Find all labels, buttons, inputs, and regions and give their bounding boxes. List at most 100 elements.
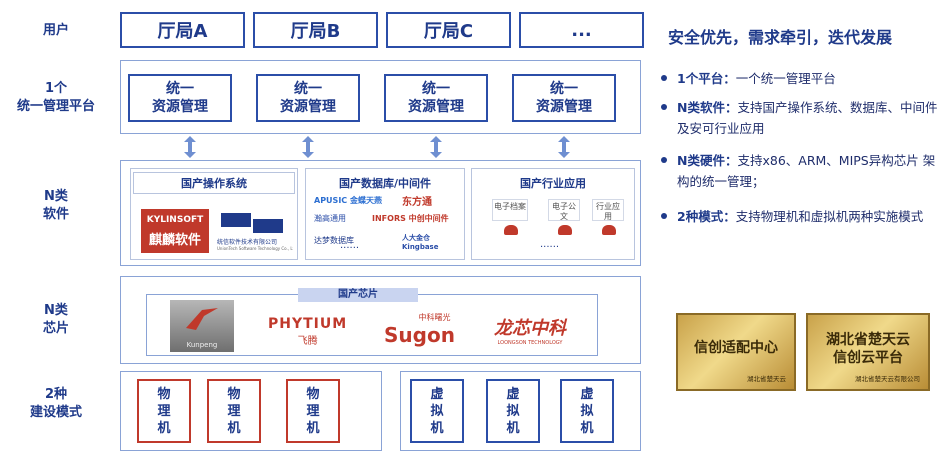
double-arrow-icon	[430, 136, 442, 158]
row-label-software: N类 软件	[0, 188, 112, 224]
pm-char: 机	[227, 420, 241, 436]
vm-char: 虚	[506, 386, 520, 402]
uos-logo: 统信软件技术有限公司 UnionTech Software Technology…	[217, 213, 293, 251]
bullet-label: N类硬件：	[677, 153, 738, 168]
pm-char: 物	[306, 386, 320, 402]
app-archive: 电子档案	[492, 199, 528, 221]
pm-char: 理	[227, 403, 241, 419]
cloud-icon	[504, 225, 518, 235]
vm-char: 虚	[580, 386, 594, 402]
kylin-logo: KYLINSOFT 麒麟软件	[141, 209, 209, 253]
resource-box-line1: 统一	[294, 81, 322, 97]
right-heading: 安全优先，需求牵引，迭代发展	[668, 28, 893, 47]
pm-char: 理	[157, 403, 171, 419]
chips-title: 国产芯片	[298, 288, 418, 302]
resource-box-line2: 资源管理	[408, 99, 464, 115]
app-industry: 行业应用	[592, 199, 624, 221]
plaque1-sub: 湖北省楚天云	[747, 375, 786, 383]
kunpeng-logo: Kunpeng	[170, 300, 234, 352]
vm-char: 机	[506, 420, 520, 436]
pm-char: 物	[227, 386, 241, 402]
resource-box-2: 统一 资源管理	[256, 74, 360, 122]
db-more: ......	[340, 240, 360, 251]
resource-box-1: 统一 资源管理	[128, 74, 232, 122]
uos-mark-right	[253, 219, 283, 233]
cloud-icon	[558, 225, 572, 235]
vm-char: 拟	[580, 403, 594, 419]
sugon-en: Sugon	[384, 323, 455, 347]
virtual-machine-3: 虚拟机	[560, 379, 614, 443]
kunpeng-label: Kunpeng	[186, 341, 218, 349]
row-label-chips-count: N类	[44, 303, 68, 318]
loongson-logo: 龙芯中科 LOONGSON TECHNOLOGY	[494, 314, 566, 346]
row-label-chips-name: 芯片	[42, 321, 69, 336]
resource-box-4: 统一 资源管理	[512, 74, 616, 122]
bullet-software: N类软件：支持国产操作系统、数据库、中间件及安可行业应用	[661, 97, 941, 139]
vm-char: 拟	[506, 403, 520, 419]
bullet-label: 2种模式：	[677, 209, 736, 224]
resource-box-line1: 统一	[422, 81, 450, 97]
plaque-adaptation-center: 信创适配中心 湖北省楚天云	[676, 313, 796, 391]
uos-sub: UnionTech Software Technology Co., Ltd.	[217, 246, 293, 251]
row-label-platform-count: 1个	[44, 81, 68, 96]
phytium-en: PHYTIUM	[268, 316, 348, 332]
loongson-cn: 龙芯中科	[494, 318, 566, 339]
bullet-platform: 1个平台：一个统一管理平台	[661, 68, 941, 89]
phytium-cn: 飞腾	[297, 336, 318, 347]
bullet-text: 一个统一管理平台	[735, 71, 836, 86]
physical-machine-2: 物理机	[207, 379, 261, 443]
double-arrow-icon	[302, 136, 314, 158]
pm-char: 物	[157, 386, 171, 402]
loongson-en: LOONGSON TECHNOLOGY	[497, 340, 563, 346]
row-label-modes-count: 2种	[44, 387, 68, 402]
virtual-machine-1: 虚拟机	[410, 379, 464, 443]
sugon-logo: 中科曙光 Sugon	[384, 312, 455, 347]
kylin-brand: KYLINSOFT	[146, 215, 204, 225]
tenant-box-c: 厅局C	[386, 12, 511, 48]
bullet-text: 支持物理机和虚拟机两种实施模式	[735, 209, 924, 224]
apps-title: 国产行业应用	[520, 177, 586, 190]
cloud-icon	[602, 225, 616, 235]
row-label-platform: 1个 统一管理平台	[0, 80, 112, 116]
row-label-software-count: N类	[44, 189, 68, 204]
os-subpanel: 国产操作系统 KYLINSOFT 麒麟软件 统信软件技术有限公司 UnionTe…	[130, 168, 298, 260]
bullet-dot	[661, 75, 667, 81]
plaque2-title-2: 信创云平台	[833, 350, 903, 366]
vm-char: 虚	[430, 386, 444, 402]
plaque2-title-1: 湖北省楚天云	[826, 332, 910, 348]
resource-box-line2: 资源管理	[152, 99, 208, 115]
bullet-dot	[661, 157, 667, 163]
tenant-box-b: 厅局B	[253, 12, 378, 48]
db-logo-tongtech: 东方通	[402, 197, 432, 208]
apps-subpanel: 国产行业应用 电子档案 电子公文 行业应用 ......	[471, 168, 635, 260]
uos-name: 统信软件技术有限公司	[217, 239, 278, 246]
double-arrow-icon	[558, 136, 570, 158]
db-logo-apusic: APUSIC 金蝶天燕	[314, 196, 382, 205]
double-arrow-icon	[184, 136, 196, 158]
tenant-box-more: ...	[519, 12, 644, 48]
resource-box-line2: 资源管理	[280, 99, 336, 115]
virtual-machine-2: 虚拟机	[486, 379, 540, 443]
app-document: 电子公文	[548, 199, 580, 221]
phytium-logo: PHYTIUM 飞腾	[268, 316, 347, 347]
pm-char: 理	[306, 403, 320, 419]
plaque1-title: 信创适配中心	[694, 340, 778, 356]
sugon-cn: 中科曙光	[418, 313, 451, 322]
plaque2-sub: 湖北省楚天云有限公司	[855, 375, 920, 383]
uos-mark-left	[221, 213, 251, 227]
pm-char: 机	[157, 420, 171, 436]
plaque-cloud-platform: 湖北省楚天云 信创云平台 湖北省楚天云有限公司	[806, 313, 930, 391]
bullet-dot	[661, 104, 667, 110]
row-label-platform-name: 统一管理平台	[16, 99, 95, 114]
bullet-dot	[661, 213, 667, 219]
row-label-chips: N类 芯片	[0, 302, 112, 338]
os-title: 国产操作系统	[133, 172, 295, 194]
physical-machine-3: 物理机	[286, 379, 340, 443]
vm-char: 机	[580, 420, 594, 436]
vm-char: 拟	[430, 403, 444, 419]
physical-machine-1: 物理机	[137, 379, 191, 443]
bullet-label: N类软件：	[677, 100, 738, 115]
kylin-name: 麒麟软件	[148, 233, 201, 248]
bullet-text: 支持国产操作系统、数据库、中间件及安可行业应用	[677, 100, 938, 136]
row-label-users: 用户	[42, 23, 69, 38]
